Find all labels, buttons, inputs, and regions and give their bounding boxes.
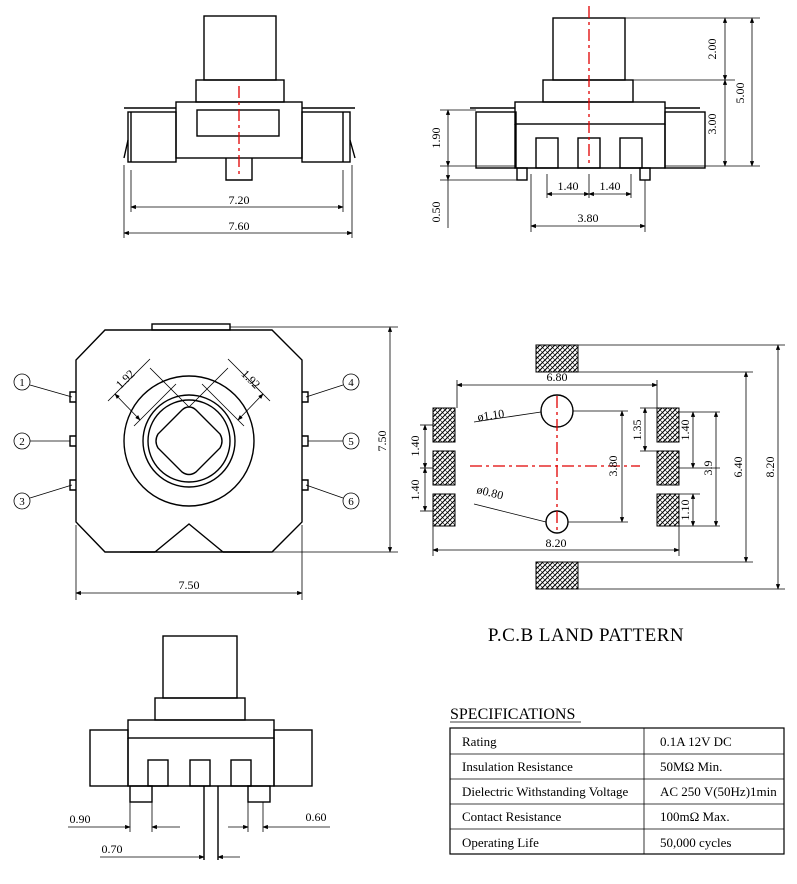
pcb-offset-135: 1.35 <box>630 420 644 441</box>
side-knob-height: 2.00 <box>705 39 719 60</box>
bottom-dim-090: 0.90 <box>70 812 91 826</box>
top-width: 7.50 <box>179 578 200 592</box>
spec-label-insulation: Insulation Resistance <box>462 759 573 774</box>
pcb-hole-small: ø0.80 <box>475 482 505 502</box>
pcb-pitch-upper: 1.40 <box>408 436 422 457</box>
pin-label-1: 1 <box>19 377 25 389</box>
side-body-height: 3.00 <box>705 114 719 135</box>
pin-label-3: 3 <box>19 496 25 508</box>
pcb-hole-spacing: 3.80 <box>606 456 620 477</box>
pcb-land-pattern: ø1.10 ø0.80 6.80 1.40 1.40 3.80 1.35 1.4… <box>408 344 785 646</box>
side-base-height: 1.90 <box>429 128 443 149</box>
bottom-dim-060: 0.60 <box>306 810 327 824</box>
side-pitch-right: 1.40 <box>600 179 621 193</box>
pcb-title: P.C.B LAND PATTERN <box>488 625 684 646</box>
pcb-pad-110: 1.10 <box>678 500 692 521</box>
top-diag-right: 1.92 <box>238 367 263 392</box>
pin-label-4: 4 <box>348 377 354 389</box>
spec-label-rating: Rating <box>462 734 497 749</box>
bottom-view: 0.90 0.60 0.70 <box>68 635 330 860</box>
pcb-outer-640: 6.40 <box>731 457 745 478</box>
pcb-hole-large: ø1.10 <box>476 406 505 424</box>
specifications: SPECIFICATIONS Rating 0.1A 12V DC Insula… <box>449 706 785 855</box>
pin-label-2: 2 <box>19 436 25 448</box>
top-diag-left: 1.92 <box>113 367 138 392</box>
front-view: 7.20 7.60 <box>123 15 356 238</box>
bottom-dim-070: 0.70 <box>102 842 123 856</box>
spec-value-insulation: 50MΩ Min. <box>660 759 722 774</box>
pcb-outer-820: 8.20 <box>763 457 777 478</box>
pcb-right-pitch: 1.40 <box>678 420 692 441</box>
top-view: 1.92 1.92 7.50 7.50 1 2 3 4 5 6 <box>13 323 398 600</box>
front-width-inner: 7.20 <box>229 193 250 207</box>
spec-label-life: Operating Life <box>462 835 539 850</box>
pcb-bottom-span: 8.20 <box>546 536 567 550</box>
side-total-height: 5.00 <box>733 83 747 104</box>
spec-value-rating: 0.1A 12V DC <box>660 734 732 749</box>
pin-label-6: 6 <box>348 496 354 508</box>
pcb-pitch-lower: 1.40 <box>408 480 422 501</box>
front-width-outer: 7.60 <box>229 219 250 233</box>
spec-value-life: 50,000 cycles <box>660 835 731 850</box>
side-view: 2.00 3.00 5.00 1.90 0.50 1.40 1.40 3.80 <box>429 6 760 232</box>
spec-value-dielectric: AC 250 V(50Hz)1min <box>660 784 777 799</box>
spec-title: SPECIFICATIONS <box>450 706 575 723</box>
pin-label-5: 5 <box>348 436 354 448</box>
top-height: 7.50 <box>375 431 389 452</box>
side-pin-offset: 0.50 <box>429 202 443 223</box>
side-pin-span: 3.80 <box>578 211 599 225</box>
pcb-top-span: 6.80 <box>547 370 568 384</box>
spec-label-contact: Contact Resistance <box>462 809 562 824</box>
side-pitch-left: 1.40 <box>558 179 579 193</box>
pcb-right-span: 3.9 <box>701 461 715 476</box>
spec-label-dielectric: Dielectric Withstanding Voltage <box>462 784 629 799</box>
spec-value-contact: 100mΩ Max. <box>660 809 730 824</box>
